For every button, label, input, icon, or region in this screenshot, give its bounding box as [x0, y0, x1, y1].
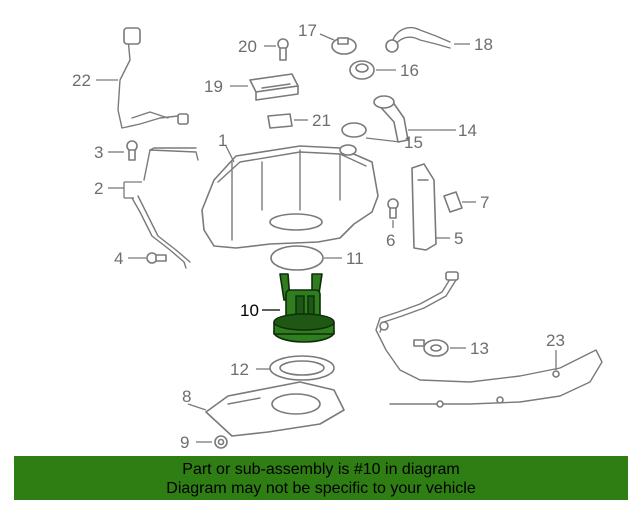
callout-13: 13	[450, 339, 489, 358]
callout-2: 2	[94, 179, 142, 199]
svg-text:1: 1	[218, 131, 227, 150]
callout-14: 14	[408, 121, 477, 140]
svg-text:7: 7	[480, 193, 489, 212]
part-17-clamp[interactable]	[331, 37, 357, 55]
svg-text:2: 2	[94, 179, 103, 198]
info-banner: Part or sub-assembly is #10 in diagram D…	[14, 456, 628, 500]
callout-9: 9	[180, 433, 212, 452]
svg-text:4: 4	[114, 249, 123, 268]
banner-line-1: Part or sub-assembly is #10 in diagram	[182, 461, 460, 478]
callout-16: 16	[376, 61, 419, 80]
svg-text:8: 8	[182, 387, 191, 406]
part-20-bolt[interactable]	[277, 38, 289, 61]
callout-22: 22	[72, 71, 118, 90]
svg-text:17: 17	[298, 21, 317, 40]
callout-18: 18	[454, 35, 493, 54]
svg-text:5: 5	[454, 229, 463, 248]
part-16-filler-cap[interactable]	[349, 60, 375, 80]
callout-23: 23	[546, 331, 565, 370]
part-22-wiring-harness[interactable]	[117, 27, 189, 129]
part-10-fuel-pump-module[interactable]	[273, 273, 335, 343]
svg-text:22: 22	[72, 71, 91, 90]
svg-text:6: 6	[386, 231, 395, 250]
callout-21: 21	[294, 111, 331, 130]
callout-11: 11	[324, 249, 364, 268]
svg-text:20: 20	[238, 37, 257, 56]
svg-text:14: 14	[458, 121, 477, 140]
part-2-tank-straps[interactable]	[131, 147, 199, 269]
part-11-seal[interactable]	[270, 245, 324, 271]
part-6-bolt[interactable]	[387, 198, 399, 219]
callout-10: 10	[240, 301, 280, 320]
svg-text:9: 9	[180, 433, 189, 452]
callout-19: 19	[204, 77, 248, 96]
svg-text:21: 21	[312, 111, 331, 130]
svg-text:3: 3	[94, 143, 103, 162]
parts-diagram: 22 20 17 18 16	[72, 21, 603, 452]
part-15-clamp[interactable]	[341, 122, 367, 138]
callout-4: 4	[114, 249, 146, 268]
callout-3: 3	[94, 143, 124, 162]
svg-text:12: 12	[230, 360, 249, 379]
part-3-bolt[interactable]	[126, 140, 138, 161]
svg-text:19: 19	[204, 77, 223, 96]
callout-12: 12	[230, 360, 270, 379]
svg-text:11: 11	[346, 249, 364, 268]
part-5-bracket[interactable]	[411, 163, 437, 251]
callout-17: 17	[298, 21, 335, 41]
part-21-bracket[interactable]	[267, 113, 293, 129]
part-8-skid-plate[interactable]	[205, 381, 345, 437]
part-19-module[interactable]	[249, 73, 299, 101]
part-12-gasket[interactable]	[269, 355, 335, 381]
part-13-connector[interactable]	[413, 339, 449, 357]
part-7-clip[interactable]	[443, 191, 463, 213]
callout-6: 6	[386, 220, 395, 250]
svg-text:23: 23	[546, 331, 565, 350]
part-18-vent-hose[interactable]	[385, 26, 451, 53]
svg-text:16: 16	[400, 61, 419, 80]
svg-text:15: 15	[404, 133, 423, 152]
banner-line-2: Diagram may not be specific to your vehi…	[166, 480, 476, 497]
callout-20: 20	[238, 37, 276, 56]
callout-5: 5	[436, 229, 463, 248]
svg-text:13: 13	[470, 339, 489, 358]
part-1-fuel-tank[interactable]	[201, 144, 379, 249]
part-14-filler-pipe[interactable]	[373, 95, 409, 143]
svg-text:10: 10	[240, 301, 259, 320]
part-23-fuel-lines[interactable]	[375, 271, 603, 408]
callout-7: 7	[462, 193, 489, 212]
part-9-nut[interactable]	[214, 435, 228, 449]
callout-1: 1	[218, 131, 235, 163]
svg-text:18: 18	[474, 35, 493, 54]
callout-15: 15	[365, 133, 423, 152]
callout-8: 8	[182, 387, 207, 411]
part-4-bolt[interactable]	[146, 252, 167, 264]
